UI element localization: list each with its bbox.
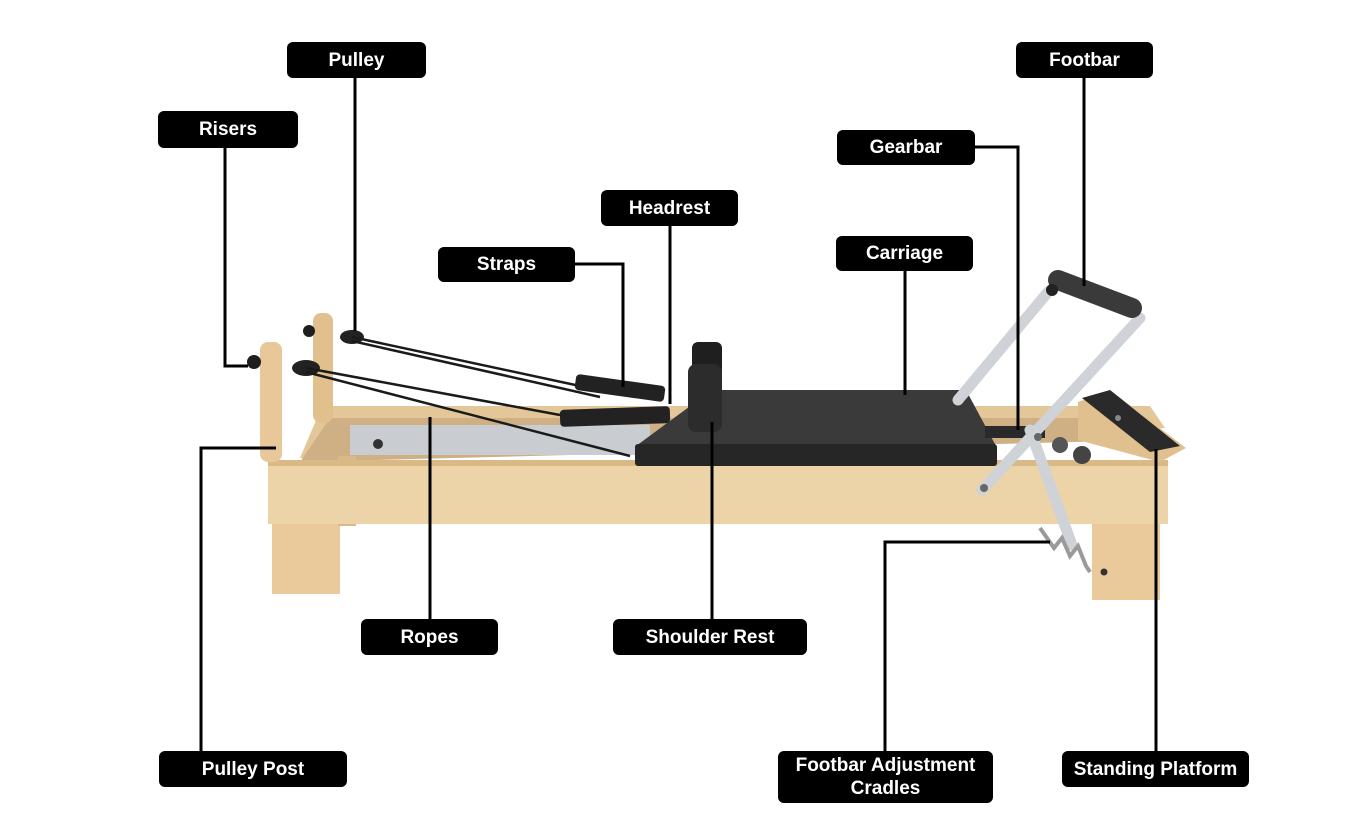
adjustment-cradle-teeth [1038, 526, 1092, 574]
carriage-pad-top [636, 390, 996, 446]
label-pulley-post: Pulley Post [159, 751, 347, 787]
label-shoulder-rest: Shoulder Rest [613, 619, 807, 655]
leader-line-pulley-post [199, 446, 276, 751]
label-carriage-text: Carriage [865, 243, 944, 264]
label-straps-text: Straps [476, 254, 537, 275]
footbar-handle [1048, 270, 1142, 318]
footbar-bolt [1034, 433, 1042, 441]
label-footbar: Footbar [1016, 42, 1153, 78]
ropes [305, 335, 631, 458]
label-pulley-text: Pulley [328, 49, 385, 71]
carriage-pad-front [635, 444, 997, 466]
label-carriage: Carriage [836, 236, 973, 271]
label-straps: Straps [438, 247, 575, 282]
label-gearbar-text: Gearbar [869, 137, 943, 158]
label-headrest-text: Headrest [628, 197, 711, 219]
track-knob [373, 439, 383, 449]
label-risers-text: Risers [198, 119, 258, 140]
label-standing-platform-text: Standing Platform [1073, 758, 1238, 780]
carriage-track [350, 425, 650, 455]
leader-line-risers [223, 148, 248, 368]
footbar-bolt [980, 484, 988, 492]
leader-line-straps [575, 262, 625, 387]
frame-leg-front-left [272, 520, 340, 594]
leg-hole [1100, 568, 1108, 576]
label-risers: Risers [158, 111, 298, 148]
shoulder-rest-block [688, 364, 722, 432]
leader-line-gearbar [975, 145, 1020, 430]
platform-screw [1115, 415, 1121, 421]
label-ropes: Ropes [361, 619, 498, 655]
label-footbar-adjustment-cradles-line1: Footbar Adjustment [795, 755, 976, 776]
label-footbar-adjustment-cradles-line2: Cradles [850, 778, 921, 799]
spring-hook [1052, 437, 1068, 453]
label-footbar-adjustment-cradles: Footbar Adjustment Cradles [778, 751, 993, 803]
reformer-illustration [247, 270, 1186, 600]
frame-leg-front-right [1092, 520, 1160, 600]
strap [574, 374, 666, 402]
label-shoulder-rest-text: Shoulder Rest [645, 626, 775, 648]
leader-line-footbar-adjustment [883, 540, 1050, 751]
riser-knob [247, 355, 261, 369]
label-pulley: Pulley [287, 42, 426, 78]
spring-hook [1073, 446, 1091, 464]
frame-front-rail [268, 460, 1168, 524]
pulley-post-back [313, 313, 333, 423]
label-headrest: Headrest [601, 190, 738, 226]
standing-platform-pad [1082, 390, 1180, 452]
strap [559, 406, 671, 427]
footbar-bolt [1046, 284, 1058, 296]
label-pulley-post-text: Pulley Post [201, 758, 305, 780]
label-ropes-text: Ropes [400, 626, 459, 648]
footbar-frame [952, 286, 1146, 551]
label-footbar-text: Footbar [1049, 49, 1120, 71]
pulley-post-front [260, 342, 282, 462]
riser-knob [303, 325, 315, 337]
label-standing-platform: Standing Platform [1062, 751, 1249, 787]
leader-lines [199, 78, 1158, 751]
label-gearbar: Gearbar [837, 130, 975, 165]
